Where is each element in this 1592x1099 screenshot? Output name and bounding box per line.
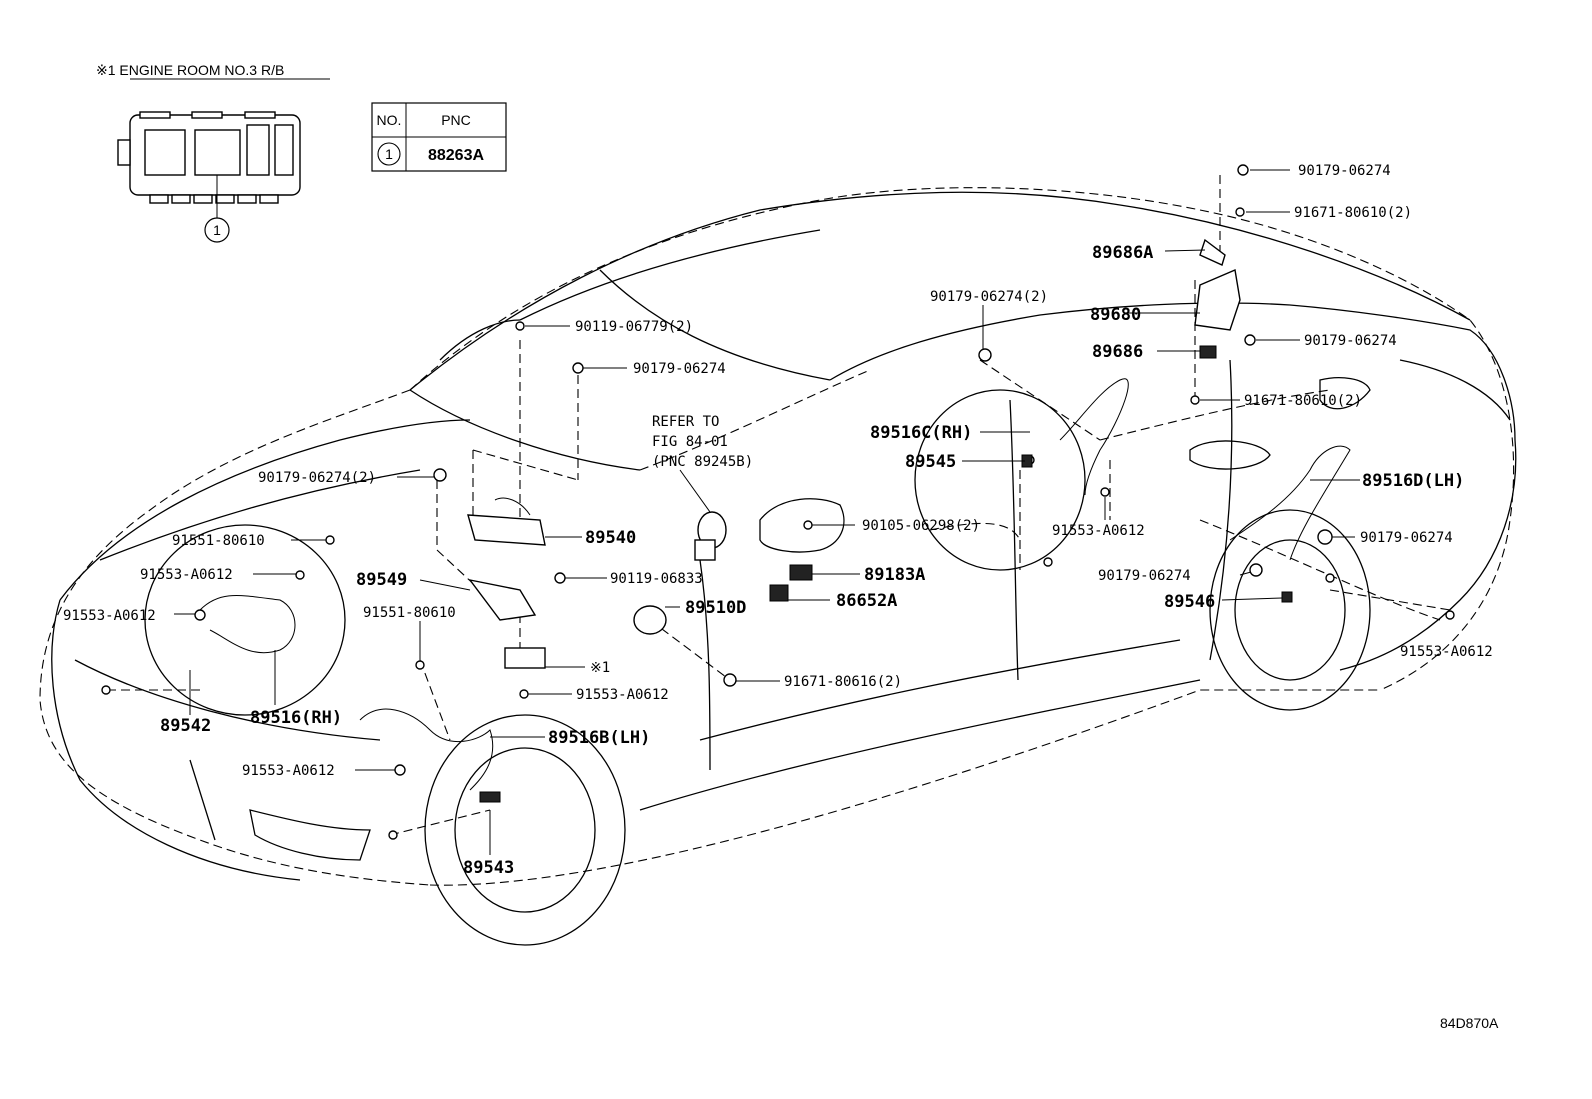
relay-box-icon (504, 647, 546, 669)
circle-index-number: 1 (213, 222, 221, 238)
relay-block-legend: ※1 ENGINE ROOM NO.3 R/B 1 (96, 62, 330, 243)
callout-89686A: 89686A (1092, 243, 1153, 263)
callout-90179-06274-2-b: 90179-06274(2) (258, 470, 376, 486)
relay-block-icon: 1 (117, 111, 301, 243)
relay-block-note-label: ※1 ENGINE ROOM NO.3 R/B (96, 62, 284, 78)
harness-89516c-rh (1059, 378, 1129, 496)
pnc-table-row-pnc: 88263A (428, 147, 484, 164)
callout-90179-06274-d: 90179-06274 (1360, 530, 1453, 546)
sensor-89510D (633, 605, 667, 635)
callout-labels: 90179-06274 91671-80610(2) 89686A 90179-… (63, 163, 1493, 878)
refer-note-line-2: FIG 84-01 (652, 434, 728, 450)
callout-89516-RH: 89516(RH) (250, 708, 342, 728)
callout-91551-80610-b: 91551-80610 (363, 605, 456, 621)
phantom-lines (39, 175, 1515, 886)
callout-90119-06779-2: 90119-06779(2) (575, 319, 693, 335)
callout-91671-80610-2-b: 91671-80610(2) (1244, 393, 1362, 409)
buzzer-86652A (769, 584, 789, 602)
pnc-table-header-pnc: PNC (441, 112, 471, 128)
callout-91553-A0612-a: 91553-A0612 (1052, 523, 1145, 539)
circle-index-marker (204, 217, 230, 243)
callout-91553-A0612-d: 91553-A0612 (1400, 644, 1493, 660)
callout-89516D-LH: 89516D(LH) (1362, 471, 1464, 491)
parts (101, 164, 1455, 840)
harness-89516-rh (199, 595, 296, 654)
callout-89549: 89549 (356, 570, 407, 590)
callout-89546: 89546 (1164, 592, 1215, 612)
callout-89686: 89686 (1092, 342, 1143, 362)
callout-91551-80610-a: 91551-80610 (172, 533, 265, 549)
pnc-table-row-no: 1 (385, 146, 393, 162)
callout-90179-06274-a: 90179-06274 (1298, 163, 1391, 179)
pnc-table-header-no: NO. (377, 112, 402, 128)
callout-90179-06274-b: 90179-06274 (1304, 333, 1397, 349)
leader-lines (174, 169, 1360, 855)
harness-89516d-lh (1229, 445, 1351, 561)
callout-89516C-RH: 89516C(RH) (870, 423, 972, 443)
car-body-outline (51, 191, 1517, 946)
bracket-89549 (468, 578, 537, 621)
callout-90179-06274-2-a: 90179-06274(2) (930, 289, 1048, 305)
callout-91553-A0612-f: 91553-A0612 (242, 763, 335, 779)
callout-90179-06274-c: 90179-06274 (633, 361, 726, 377)
refer-note: REFER TO FIG 84-01 (PNC 89245B) (652, 414, 753, 513)
callout-89680: 89680 (1090, 305, 1141, 325)
callout-91553-A0612-b: 91553-A0612 (140, 567, 233, 583)
callout-89540: 89540 (585, 528, 636, 548)
callout-91671-80616-2: 91671-80616(2) (784, 674, 902, 690)
sensor-89183A (789, 564, 813, 581)
callout-89183A: 89183A (864, 565, 925, 585)
callout-91671-80610-2-a: 91671-80610(2) (1294, 205, 1412, 221)
callout-86652A: 86652A (836, 591, 897, 611)
sensor-89540 (467, 514, 546, 546)
airbag-ecu-89680 (1194, 269, 1241, 331)
refer-note-line-3: (PNC 89245B) (652, 454, 753, 470)
harness-89516b-lh (359, 708, 494, 791)
callout-91553-A0612-c: 91553-A0612 (63, 608, 156, 624)
callout-89542: 89542 (160, 716, 211, 736)
callout-89510D: 89510D (685, 598, 746, 618)
figure-code: 84D870A (1440, 1015, 1499, 1031)
refer-note-line-1: REFER TO (652, 414, 719, 430)
callout-89516B-LH: 89516B(LH) (548, 728, 650, 748)
callout-89545: 89545 (905, 452, 956, 472)
callout-90179-06274-e: 90179-06274 (1098, 568, 1191, 584)
callout-90105-06298-2: 90105-06298(2) (862, 518, 980, 534)
pnc-table: NO. PNC 1 88263A (371, 102, 507, 172)
callout-91553-A0612-e: 91553-A0612 (576, 687, 669, 703)
callout-note-1: ※1 (590, 660, 610, 676)
callout-90119-06833: 90119-06833 (610, 571, 703, 587)
callout-89543: 89543 (463, 858, 514, 878)
